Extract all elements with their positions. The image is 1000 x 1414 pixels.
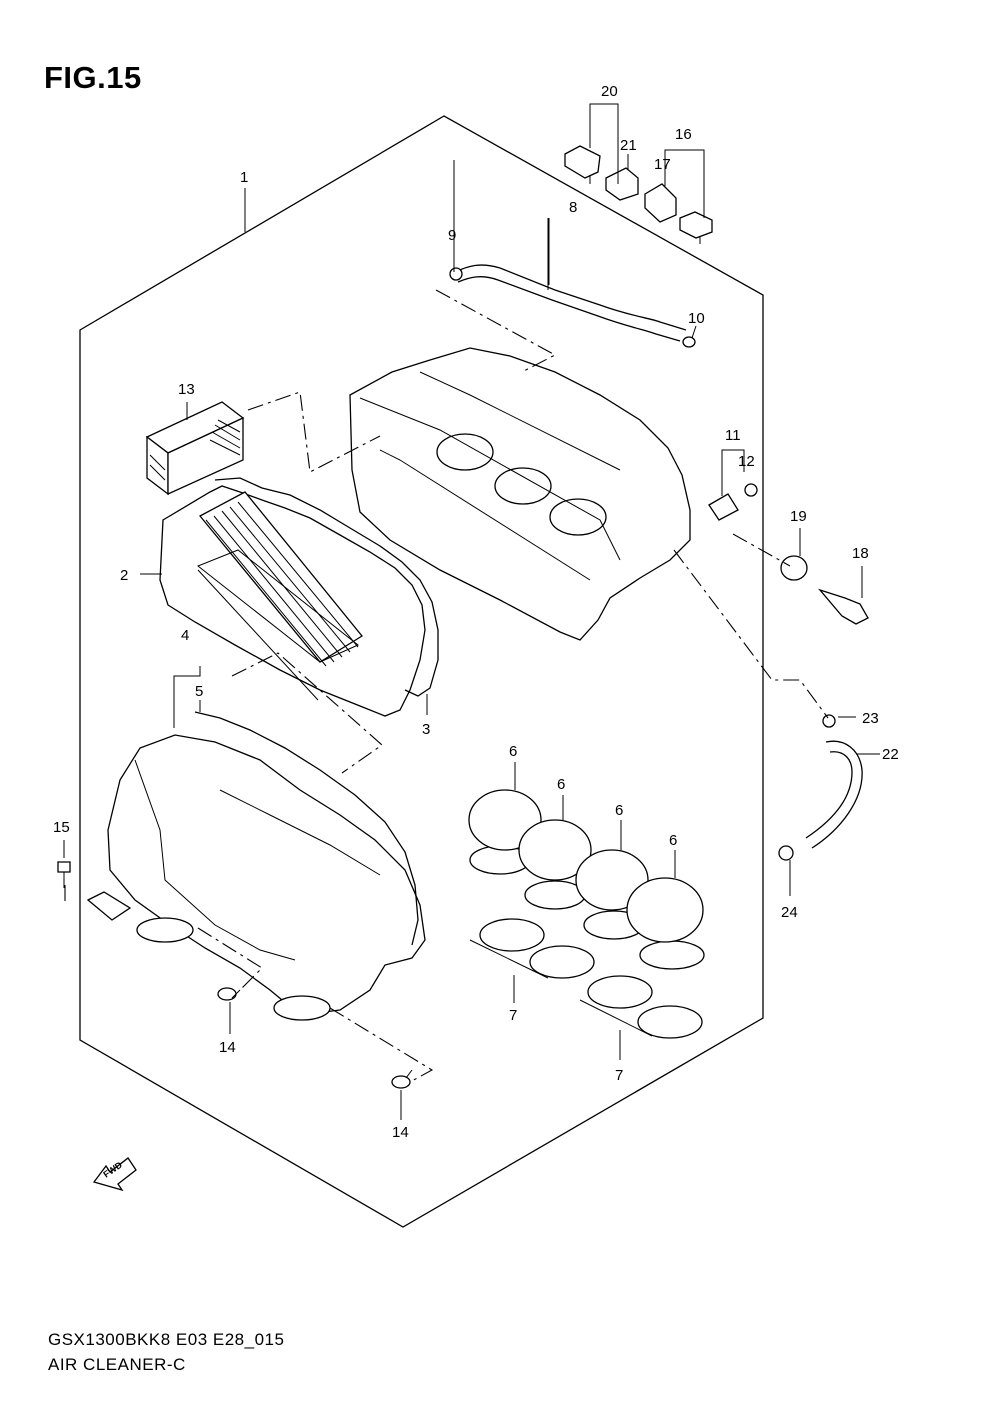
part-21-relay (605, 167, 639, 201)
callout-10: 10 (688, 310, 705, 327)
callout-9: 9 (448, 227, 456, 244)
part-7-clamp-bands-left (469, 918, 595, 979)
part-20-connector (564, 145, 601, 184)
part-11-spigot (708, 493, 739, 521)
callout-6a: 6 (509, 743, 517, 760)
callout-6c: 6 (615, 802, 623, 819)
callout-20: 20 (601, 83, 618, 100)
part-23-clamp (822, 714, 836, 728)
callout-14b: 14 (392, 1124, 409, 1141)
part-5-gasket (194, 711, 419, 946)
leader-lines (63, 103, 880, 1120)
callout-7b: 7 (615, 1067, 623, 1084)
part-18-drain-plug (818, 588, 869, 625)
part-4-air-cleaner-lower-case (86, 734, 426, 1021)
part-17-holder (644, 183, 677, 223)
part-24-clamp (778, 845, 794, 861)
part-3-gasket (214, 477, 439, 697)
part-9-clamp (449, 267, 463, 281)
callout-3: 3 (422, 721, 430, 738)
part-12-clip (744, 483, 758, 497)
callout-16: 16 (675, 126, 692, 143)
model-code-caption: GSX1300BKK8 E03 E28_015 (48, 1330, 285, 1349)
callout-22: 22 (882, 746, 899, 763)
callout-5: 5 (195, 683, 203, 700)
callout-12: 12 (738, 453, 755, 470)
callout-11: 11 (725, 427, 741, 444)
callout-24: 24 (781, 904, 798, 921)
callout-14a: 14 (219, 1039, 236, 1056)
callout-19: 19 (790, 508, 807, 525)
callout-1: 1 (240, 169, 248, 186)
alignment-lines (64, 289, 829, 1083)
callout-numbers: 1 2 3 4 5 6 6 6 6 7 7 8 9 10 11 12 13 14… (53, 83, 899, 1141)
callout-2: 2 (120, 567, 128, 584)
callout-15: 15 (53, 819, 70, 836)
part-16-connector (679, 211, 713, 244)
part-6-funnel-2 (518, 819, 592, 910)
part-15-screw (57, 861, 71, 888)
part-2-air-filter (159, 485, 426, 717)
section-name-caption: AIR CLEANER-C (48, 1355, 186, 1374)
part-13-prefilter (145, 401, 245, 496)
part-8-breather-hose (454, 264, 687, 342)
assembly-boundary (79, 115, 764, 1228)
part-1-air-cleaner-upper-case (349, 347, 691, 641)
callout-7a: 7 (509, 1007, 517, 1024)
callout-6b: 6 (557, 776, 565, 793)
callout-17: 17 (654, 156, 671, 173)
callout-18: 18 (852, 545, 869, 562)
part-10-clamp (682, 336, 696, 348)
part-6-funnel-4 (626, 877, 705, 970)
part-19-grommet (780, 555, 808, 581)
callout-13: 13 (178, 381, 195, 398)
part-14-screw-b (391, 1069, 413, 1089)
part-14-screw-a (217, 987, 241, 1001)
callout-21: 21 (620, 137, 637, 154)
fwd-arrow-icon: FWD (92, 1157, 137, 1192)
figure-title: FIG.15 (44, 60, 142, 95)
callout-8: 8 (569, 199, 577, 216)
part-7-clamp-bands-right (579, 975, 703, 1039)
part-22-drain-hose (805, 740, 863, 849)
callout-4: 4 (181, 627, 189, 644)
callout-6d: 6 (669, 832, 677, 849)
callout-23: 23 (862, 710, 879, 727)
